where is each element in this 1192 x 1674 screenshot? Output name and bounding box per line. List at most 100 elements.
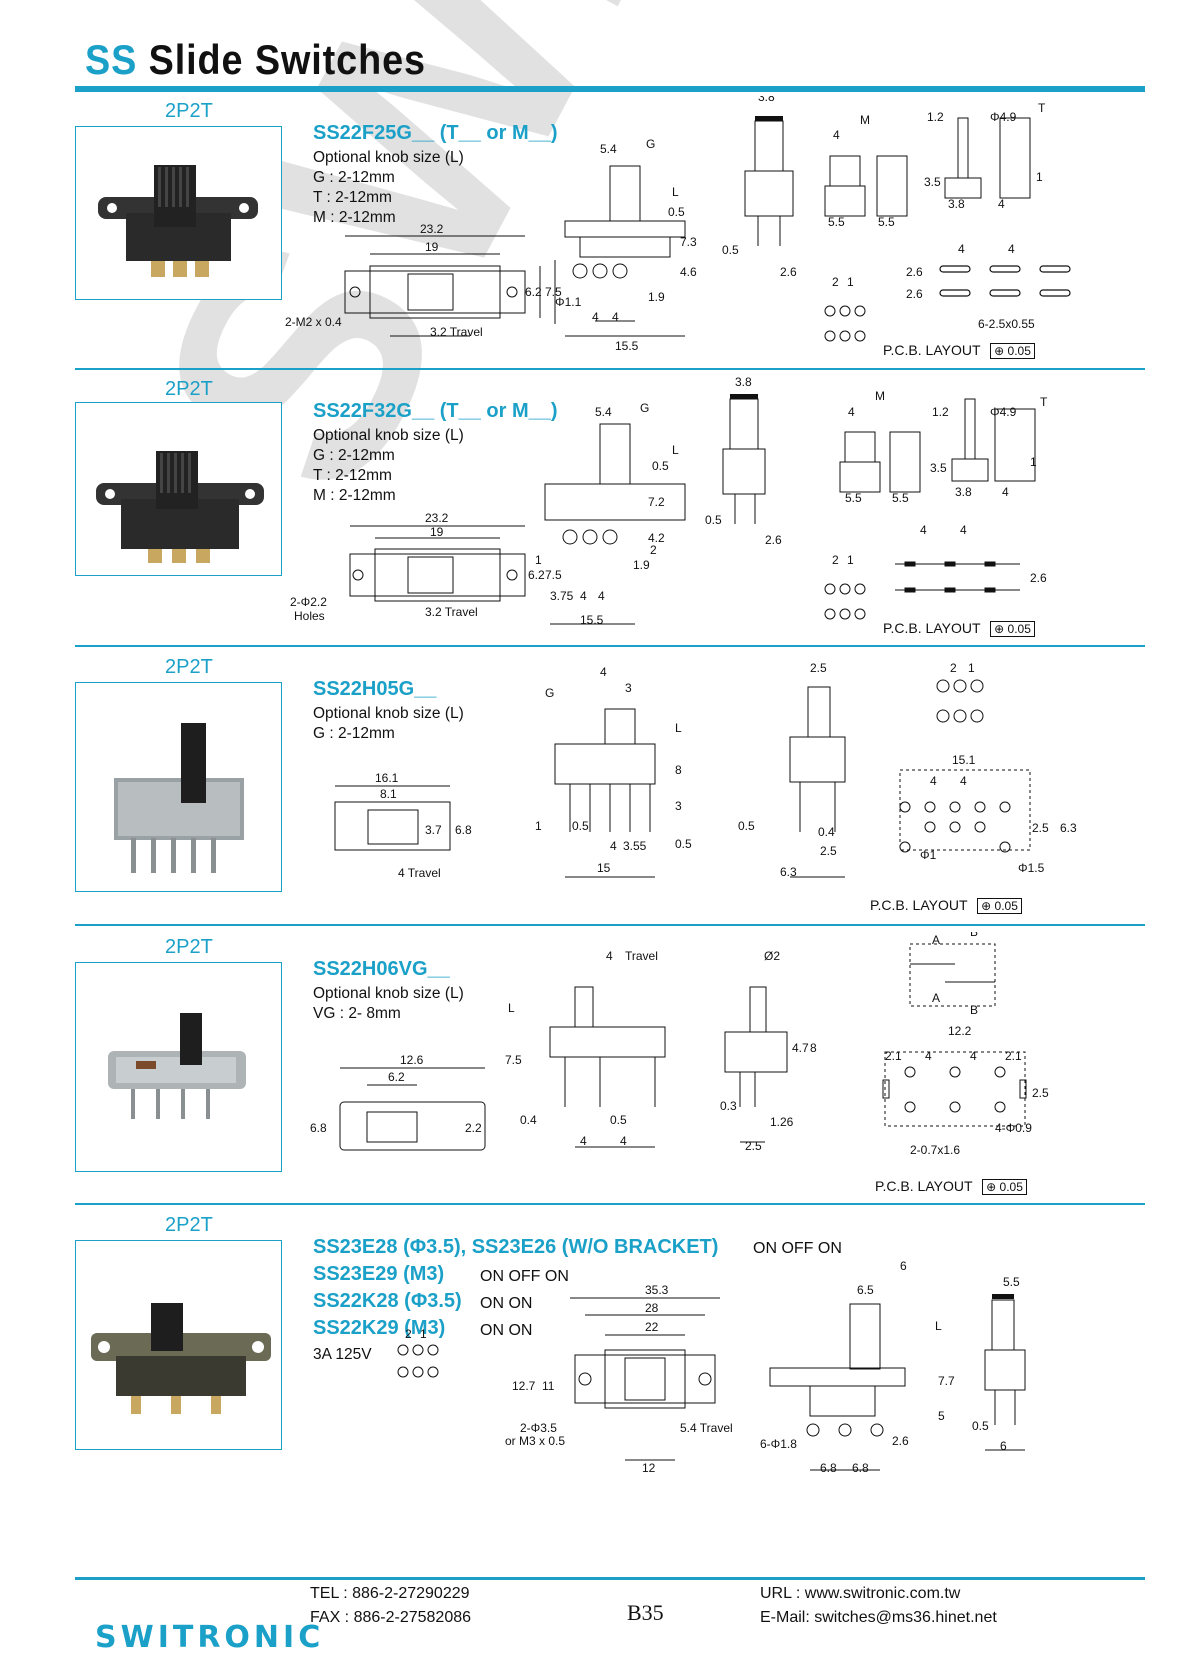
section-divider [75, 924, 1145, 926]
dim-label: L [675, 721, 682, 735]
dim-label: 0.5 [738, 819, 755, 833]
dim-label: 0.5 [652, 459, 669, 473]
dim-label: 0.3 [720, 1099, 737, 1113]
dim-label: 3 [625, 681, 632, 695]
section-ss22f32g: 2P2T SS22F32G__ (T__ or M__) Optional kn… [75, 374, 1145, 644]
dim-label: L [508, 1001, 515, 1015]
dim-label: 2.6 [892, 1434, 909, 1448]
dim-label: 3.8 [735, 375, 752, 389]
dim-label: 3.55 [623, 839, 647, 853]
dim-label: 4.6 [680, 265, 697, 279]
dim-label: G [640, 401, 649, 415]
dim-label: 19 [425, 240, 439, 254]
dim-label: 15 [597, 861, 611, 875]
url-label: URL [760, 1585, 792, 1602]
part-number: SS22K29 (M3) [313, 1317, 446, 1339]
dim-label: 4.2 [648, 531, 665, 545]
dim-label: 5.5 [878, 215, 895, 229]
dim-label: 2 [832, 275, 839, 289]
dim-label: 0.5 [705, 513, 722, 527]
dim-label: 4 [610, 839, 617, 853]
section-label: 2P2T [165, 1214, 213, 1236]
spec-list: Optional knob size (L) VG : 2- 8mm [313, 984, 464, 1024]
switch-mode: ON OFF ON [753, 1240, 842, 1257]
tel: TEL : 886-2-27290229 [310, 1585, 470, 1602]
product-photo [75, 402, 282, 576]
dim-label: 12.7 [512, 1379, 536, 1393]
dim-label: 2.5 [745, 1139, 762, 1153]
dim-label: 12.2 [948, 1024, 972, 1038]
product-photo [75, 962, 282, 1172]
dim-label: M [875, 389, 885, 403]
spec-line: Optional knob size (L) [313, 427, 464, 444]
dim-label: 0.5 [675, 837, 692, 851]
dim-label: 8 [810, 1041, 817, 1055]
dim-label: 4 [920, 523, 927, 537]
part-number: SS22K28 (Φ3.5) [313, 1290, 462, 1312]
dim-label: 4 [1002, 485, 1009, 499]
dim-label: 1 [420, 1327, 427, 1341]
spec-line: T : 2-12mm [313, 467, 392, 484]
header-rule [75, 86, 1145, 92]
dim-label: 8 [675, 763, 682, 777]
dim-label: 4.7 [792, 1041, 809, 1055]
dim-label: 6.5 [857, 1283, 874, 1297]
dim-label: L [672, 443, 679, 457]
dim-label: L [672, 185, 679, 199]
product-photo [75, 682, 282, 892]
dim-label: 0.5 [668, 205, 685, 219]
dim-label: 35.3 [645, 1283, 669, 1297]
dim-label: 5.5 [828, 215, 845, 229]
dim-label: 2-Φ2.2 [290, 595, 327, 609]
switch-photo-illustration [91, 1303, 271, 1414]
tolerance-value: 0.05 [999, 1180, 1023, 1194]
dim-label: 5.5 [845, 491, 862, 505]
tolerance-value: 0.05 [1007, 622, 1031, 636]
dim-label: 4-Φ0.9 [995, 1121, 1032, 1135]
url-link[interactable]: : www.switronic.com.tw [795, 1585, 961, 1602]
tolerance-box: ⊕ 0.05 [982, 1179, 1027, 1195]
dim-label: 23.2 [420, 222, 444, 236]
dim-label: 7.3 [680, 235, 697, 249]
switch-photo-illustration [98, 165, 258, 277]
dim-label: L [935, 1319, 942, 1333]
dim-label: 0.5 [972, 1419, 989, 1433]
title-prefix: SS [85, 36, 138, 83]
dim-label: 3.5 [930, 461, 947, 475]
dim-label: 3.8 [948, 197, 965, 211]
section-divider [75, 368, 1145, 370]
email-link[interactable]: : switches@ms36.hinet.net [805, 1609, 997, 1626]
dim-label: B [970, 1003, 978, 1017]
dim-label: 4 [925, 1049, 932, 1063]
dim-label: Holes [294, 609, 325, 623]
dim-label: 15.5 [615, 339, 639, 353]
dim-label: 4 [848, 405, 855, 419]
dim-label: 4 [960, 523, 967, 537]
dim-label: 4 [600, 665, 607, 679]
dim-label: 2 [832, 553, 839, 567]
spec-line: Optional knob size (L) [313, 149, 464, 166]
section-label: 2P2T [165, 936, 213, 958]
url-line: URL : www.switronic.com.tw [760, 1582, 997, 1606]
page-title: SS Slide Switches [85, 36, 426, 84]
dim-label: 1 [535, 819, 542, 833]
dim-label: 4 [592, 310, 599, 324]
part-number: SS23E29 (M3) [313, 1263, 445, 1285]
dim-label: 16.1 [375, 771, 399, 785]
part-number: SS22H06VG__ [313, 958, 450, 980]
dim-label: G [646, 137, 655, 151]
dim-label: 15.5 [580, 613, 604, 627]
switch-photo-illustration [96, 451, 264, 563]
spec-list: Optional knob size (L) G : 2-12mm [313, 704, 464, 744]
dim-label: 3 [675, 799, 682, 813]
dim-label: B [970, 932, 978, 939]
dim-label: 8.1 [380, 787, 397, 801]
dim-label: 6.8 [455, 823, 472, 837]
dim-label: 2 [650, 543, 657, 557]
dimension-drawing: 35.3 28 22 12.7 11 2-Φ3.5 or M3 x 0.5 5.… [397, 1260, 1026, 1475]
part-number: SS22F32G__ (T__ or M__) [313, 400, 558, 422]
part-number: SS23E28 (Φ3.5), SS23E26 (W/O BRACKET) [313, 1236, 719, 1258]
dim-label: 1.2 [927, 110, 944, 124]
part-number: SS22H05G__ [313, 678, 437, 700]
dim-label: 6.8 [852, 1461, 869, 1475]
